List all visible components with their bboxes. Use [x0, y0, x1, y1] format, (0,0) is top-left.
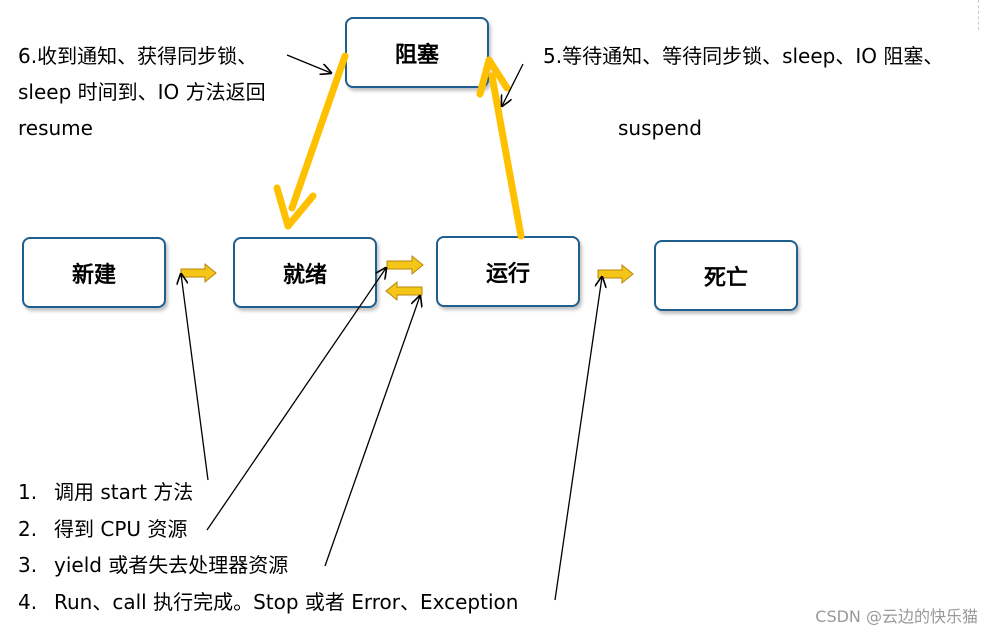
- block-arrow-running-to-dead: [597, 263, 634, 285]
- page-edge-marker: [978, 0, 980, 30]
- step-number: 4.: [18, 589, 38, 614]
- pointer-step-3: [324, 296, 420, 567]
- block-condition-line-1: 5.等待通知、等待同步锁、sleep、IO 阻塞、: [543, 44, 944, 68]
- pointer-step-2: [206, 268, 386, 531]
- state-blocked: 阻塞: [345, 17, 489, 88]
- arrow-blocked-to-ready: [273, 52, 349, 230]
- step-text: 调用 start 方法: [54, 480, 194, 504]
- step-item: 3. yield 或者失去处理器资源: [18, 547, 518, 584]
- step-number: 1.: [18, 480, 38, 504]
- step-text: 得到 CPU 资源: [54, 516, 188, 541]
- wake-condition-line-2: sleep 时间到、IO 方法返回: [18, 80, 266, 104]
- block-condition-line-2: suspend: [618, 116, 702, 140]
- wake-condition-line-3: resume: [18, 116, 93, 140]
- step-item: 1. 调用 start 方法: [18, 474, 518, 511]
- watermark: CSDN @云边的快乐猫: [815, 607, 978, 626]
- step-item: 2. 得到 CPU 资源: [18, 511, 518, 548]
- step-number: 3.: [18, 553, 38, 577]
- step-text: Run、call 执行完成。Stop 或者 Error、Exception: [54, 589, 519, 614]
- step-list: 1. 调用 start 方法 2. 得到 CPU 资源 3. yield 或者失去处理…: [18, 474, 518, 620]
- wake-condition-line-1: 6.收到通知、获得同步锁、: [18, 44, 258, 68]
- pointer-block-label: [502, 63, 524, 106]
- pointer-step-1: [181, 274, 209, 481]
- arrow-running-to-blocked: [476, 56, 525, 240]
- step-number: 2.: [18, 516, 38, 541]
- step-item: 4. Run、call 执行完成。Stop 或者 Error、Exception: [18, 584, 518, 621]
- state-running: 运行: [436, 236, 580, 307]
- block-arrow-running-to-ready: [385, 280, 423, 302]
- block-arrow-ready-to-running: [386, 254, 424, 276]
- step-text: yield 或者失去处理器资源: [54, 553, 289, 577]
- state-new: 新建: [22, 237, 166, 308]
- pointer-wake-label: [286, 54, 331, 73]
- state-dead: 死亡: [654, 240, 798, 311]
- pointer-step-4: [554, 277, 602, 601]
- block-arrow-new-to-ready: [180, 262, 217, 284]
- state-ready: 就绪: [233, 237, 377, 308]
